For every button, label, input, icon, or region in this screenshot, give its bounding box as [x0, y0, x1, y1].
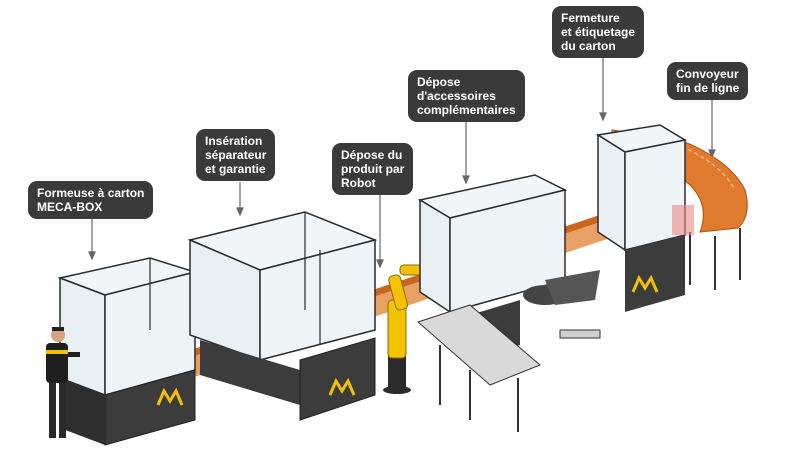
robot-arm-icon [383, 264, 437, 394]
meca-logo-icon [631, 274, 659, 293]
callout-robot: Dépose du produit par Robot [332, 143, 414, 195]
callout-formeuse: Formeuse à carton MECA-BOX [28, 181, 154, 219]
machine-fermeture [595, 124, 694, 312]
meca-logo-icon [156, 387, 184, 406]
callout-insertion: Insération séparateur et garantie [196, 129, 276, 181]
callout-convoyeur: Convoyeur fin de ligne [667, 62, 749, 100]
machine-accessoires [417, 174, 601, 432]
callout-arrows [88, 55, 716, 269]
operator-figure-icon [46, 327, 80, 438]
meca-logo-icon [328, 377, 356, 396]
callout-accessoires: Dépose d'accessoires complémentaires [408, 70, 525, 122]
callout-fermeture: Fermeture et étiquetage du carton [552, 6, 645, 58]
machine-insertion [187, 211, 378, 421]
machine-formeuse [57, 257, 198, 446]
